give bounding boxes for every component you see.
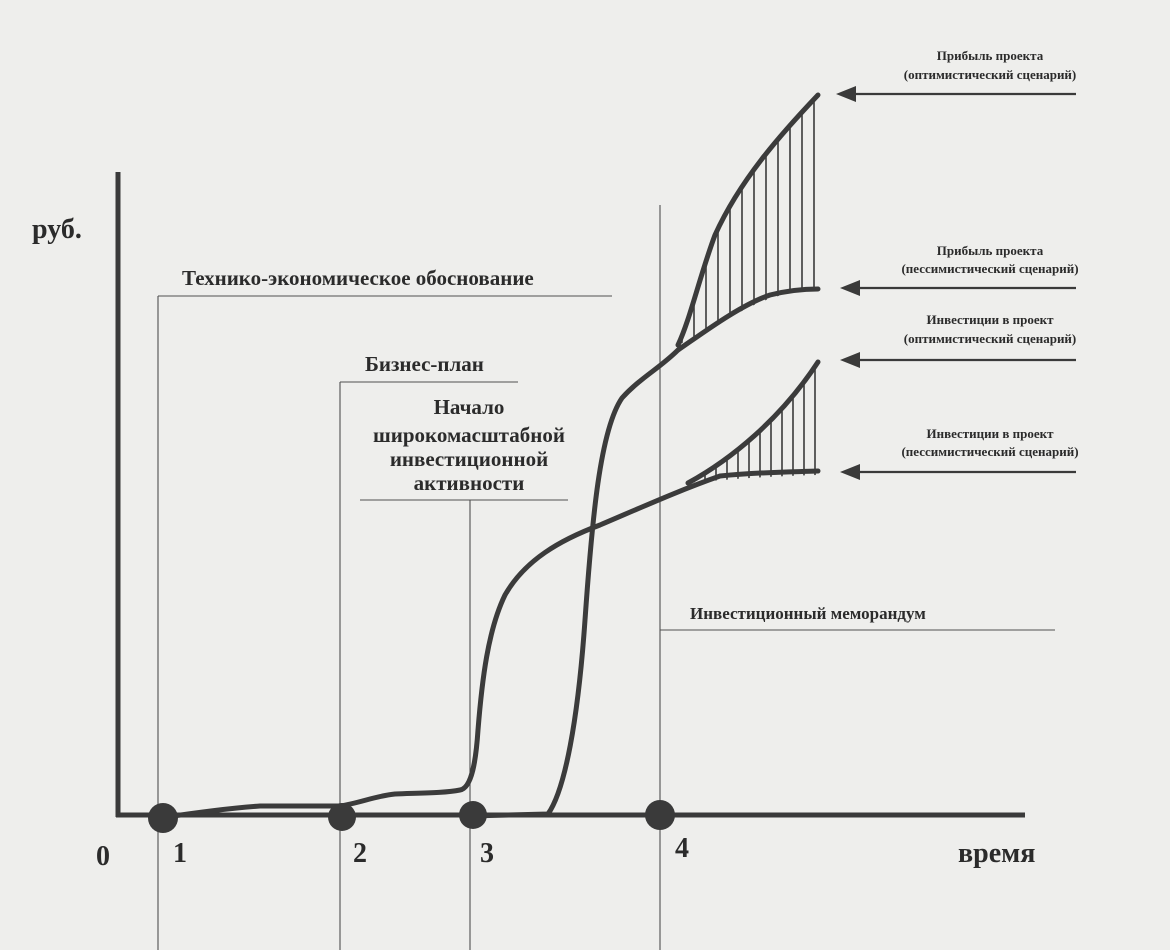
milestone-dot-1: [148, 803, 178, 833]
investment-start-label-line-2: широкомасштабной: [373, 423, 565, 447]
legend-investment-optimistic-line-1: Инвестиции в проект: [926, 312, 1054, 327]
milestone-dot-3: [459, 801, 487, 829]
investment-start-label-line-1: Начало: [434, 395, 505, 419]
legend-profit-pessimistic-line-1: Прибыль проекта: [937, 243, 1044, 258]
investment-start-label-line-4: активности: [414, 471, 525, 495]
milestone-label-4: 4: [675, 833, 689, 864]
legend-investment-pessimistic-line-1: Инвестиции в проект: [926, 426, 1054, 441]
investment-memorandum-label: Инвестиционный меморандум: [690, 604, 926, 623]
milestone-dot-4: [645, 800, 675, 830]
legend-profit-pessimistic-line-2: (пессимистический сценарий): [901, 261, 1078, 276]
arrow-investment-optimistic: [840, 352, 1076, 368]
legend-investment-pessimistic-line-2: (пессимистический сценарий): [901, 444, 1078, 459]
milestone-label-3: 3: [480, 838, 494, 869]
origin-label: 0: [96, 841, 110, 872]
legend-profit-optimistic-line-2: (оптимистический сценарий): [904, 67, 1077, 82]
y-axis-label: руб.: [32, 214, 82, 245]
investment-curve: [157, 468, 821, 821]
arrow-investment-pessimistic: [840, 464, 1076, 480]
profit-optimistic-curve: [675, 92, 821, 348]
milestone-dot-2: [328, 803, 356, 831]
arrow-profit-optimistic: [836, 86, 1076, 102]
milestone-label-2: 2: [353, 838, 367, 869]
investment-optimistic-curve: [685, 359, 821, 486]
milestone-label-1: 1: [173, 838, 187, 869]
x-axis-label: время: [958, 838, 1035, 869]
arrow-profit-pessimistic: [840, 280, 1076, 296]
legend-profit-optimistic-line-1: Прибыль проекта: [937, 48, 1044, 63]
feasibility-study-label: Технико-экономическое обоснование: [182, 266, 534, 290]
legend-investment-optimistic-line-2: (оптимистический сценарий): [904, 331, 1077, 346]
business-plan-label: Бизнес-план: [365, 352, 484, 376]
profit-curve: [467, 286, 821, 819]
investment-start-label-line-3: инвестиционной: [390, 447, 548, 471]
